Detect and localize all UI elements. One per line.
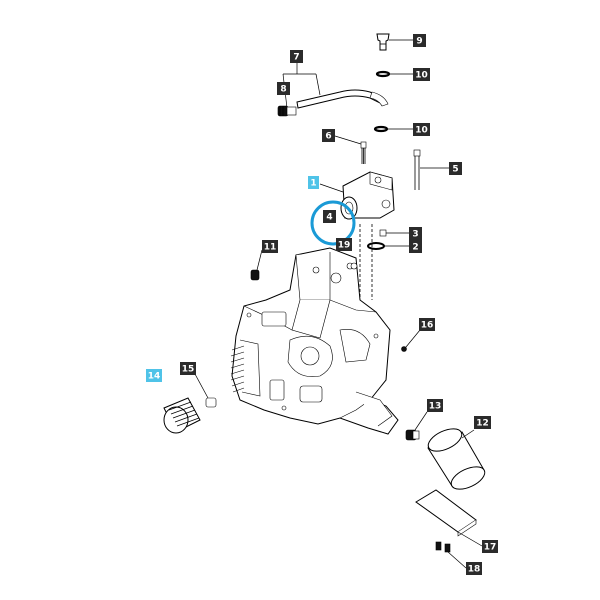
bolt-part-5: [413, 149, 449, 190]
transmission-housing: [231, 247, 399, 435]
callout-box: [419, 318, 435, 331]
o-ring-part-10-upper: [375, 70, 413, 78]
callout-box: [413, 123, 430, 136]
callout-label: 10: [415, 126, 428, 136]
callout-c11: 11: [262, 240, 278, 253]
nipple-part-15: [194, 373, 217, 408]
plug-part-16: [401, 329, 421, 352]
callout-c8: 8: [277, 82, 290, 95]
callout-label: 17: [484, 543, 497, 553]
callout-label: 12: [476, 419, 489, 429]
callout-c13: 13: [427, 399, 443, 412]
callout-c1: 1: [308, 176, 319, 189]
callout-box: [449, 162, 462, 175]
callout-box: [466, 562, 482, 575]
callout-c5: 5: [449, 162, 462, 175]
callout-box: [413, 34, 426, 47]
callout-box: [322, 129, 335, 142]
callout-c10b: 10: [413, 123, 430, 136]
callout-c2: 2: [409, 240, 422, 253]
callout-c4: 4: [323, 210, 336, 223]
cooling-fins: [230, 345, 245, 393]
callout-label: 7: [293, 53, 299, 63]
callout-c6: 6: [322, 129, 335, 142]
callout-c3: 3: [409, 227, 422, 240]
callout-label: 4: [326, 213, 332, 223]
callout-c17: 17: [482, 540, 498, 553]
callout-label: 5: [452, 165, 458, 175]
dowel-part-3: [359, 224, 409, 300]
callout-box: [323, 210, 336, 223]
callout-c10a: 10: [413, 68, 430, 81]
callout-box: [427, 399, 443, 412]
callout-box: [308, 176, 319, 189]
callout-label: 14: [148, 372, 161, 382]
callout-c12: 12: [474, 416, 491, 429]
callout-box: [336, 238, 352, 251]
filter-head-part-1: [319, 171, 395, 219]
o-ring-part-10-lower: [373, 125, 413, 133]
breather-part-19: [350, 262, 358, 270]
banjo-bolt-part-9: [376, 33, 413, 51]
callout-label: 9: [416, 37, 422, 47]
plug-part-11: [250, 249, 263, 281]
callout-label: 6: [325, 132, 331, 142]
callout-label: 2: [412, 243, 418, 253]
pipe-fitting-part-8: [277, 105, 297, 117]
callout-box: [262, 240, 278, 253]
callout-label: 1: [310, 179, 316, 189]
hydraulic-filter-part-12: [427, 428, 486, 490]
bolts-part-18: [435, 541, 467, 569]
callout-c9: 9: [413, 34, 426, 47]
callout-c16: 16: [419, 318, 435, 331]
callout-label: 3: [412, 230, 418, 240]
callout-box: [290, 50, 303, 63]
callout-box: [409, 240, 422, 253]
callout-label: 16: [421, 321, 434, 331]
callout-label: 8: [280, 85, 286, 95]
callout-box: [482, 540, 498, 553]
callout-c19: 19: [336, 238, 352, 251]
callout-box: [409, 227, 422, 240]
callout-label: 10: [415, 71, 428, 81]
callout-box: [180, 362, 196, 375]
callout-c14: 14: [146, 369, 162, 382]
callout-box: [277, 82, 290, 95]
nipple-part-13: [405, 411, 428, 441]
callout-label: 15: [182, 365, 195, 375]
bracket-plate-part-17: [415, 489, 483, 547]
o-ring-part-2: [367, 242, 409, 250]
bolt-part-6: [334, 135, 367, 164]
callout-label: 18: [468, 565, 481, 575]
callout-c15: 15: [180, 362, 196, 375]
callout-label: 19: [338, 241, 351, 251]
callout-c18: 18: [466, 562, 482, 575]
callout-box: [413, 68, 430, 81]
callout-c7: 7: [290, 50, 303, 63]
callout-box: [146, 369, 162, 382]
callout-label: 11: [264, 243, 277, 253]
callout-box: [474, 416, 491, 429]
callout-label: 13: [429, 402, 442, 412]
oil-pipe-part-7: [282, 63, 389, 109]
oil-filter-part-14: [163, 397, 201, 434]
highlight-ring: [310, 200, 356, 246]
